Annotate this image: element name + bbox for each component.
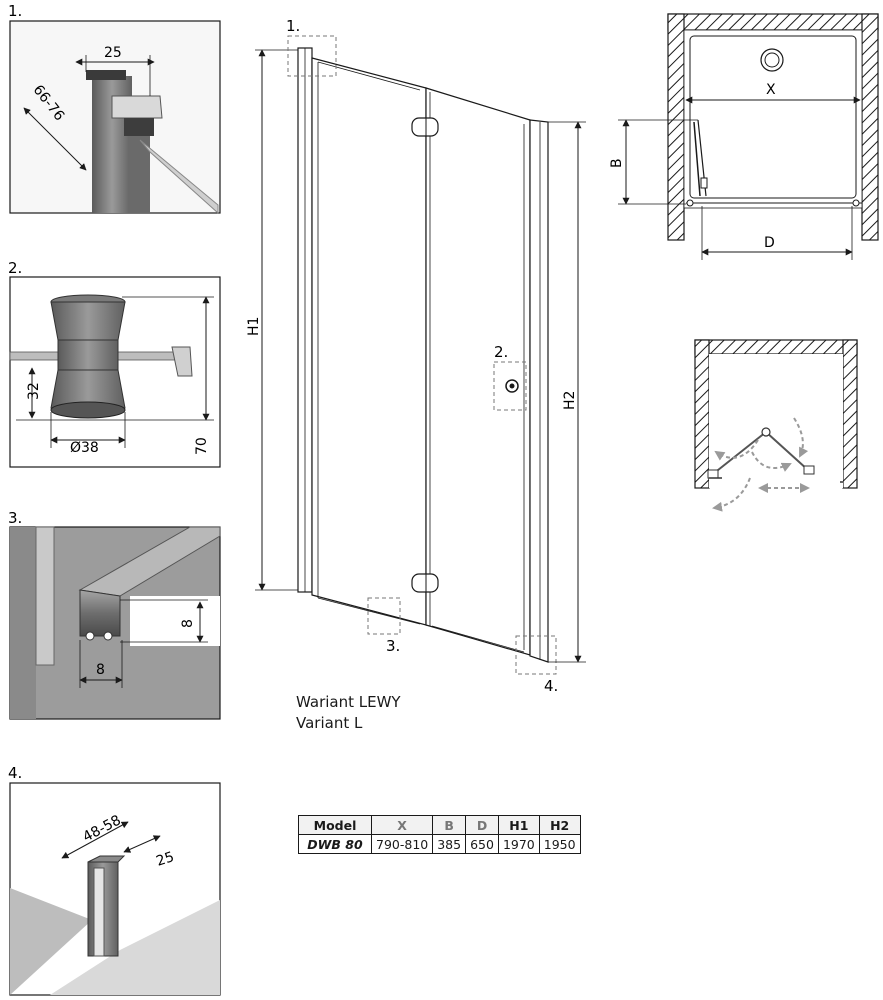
detail-2-dim-diameter: Ø38 — [70, 440, 99, 456]
hinge-bottom — [411, 573, 439, 593]
detail-1-dim-width: 25 — [104, 45, 122, 61]
detail-2-dim-70: 70 — [194, 437, 210, 455]
detail-2-dim-32: 32 — [26, 382, 42, 400]
detail-2-panel: 2. 32 Ø38 70 — [8, 259, 221, 468]
variant-line-en: Variant L — [296, 714, 363, 732]
hinge-bracket — [111, 95, 163, 119]
cell-b: 385 — [432, 834, 467, 854]
variant-caption: Wariant LEWY Variant L — [296, 692, 401, 734]
detail-4-panel: 4. 48-58 25 — [8, 764, 221, 996]
panel-fold-1 — [712, 431, 767, 475]
hinge-top — [411, 117, 439, 137]
bar-end-clip — [171, 346, 193, 377]
door-panel-right — [425, 87, 531, 656]
detail-2-number: 2. — [8, 259, 22, 277]
cell-h1: 1970 — [497, 834, 540, 854]
b-label: B — [609, 158, 625, 168]
col-d: D — [465, 815, 499, 835]
callout-4: 4. — [544, 677, 558, 695]
glass-edge — [139, 139, 219, 215]
detail-1-panel: 1. 25 66-76 — [8, 2, 221, 215]
callout-box-3 — [367, 597, 401, 635]
closing-profile — [529, 119, 549, 663]
col-h2: H2 — [538, 815, 581, 835]
callout-box-2 — [493, 361, 527, 411]
cell-h2: 1950 — [538, 834, 581, 854]
panel-fold-2 — [765, 431, 809, 471]
cell-model: DWB 80 — [298, 834, 372, 854]
detail-3-dim-width: 8 — [96, 662, 105, 678]
callout-box-4 — [515, 635, 557, 675]
col-x: X — [370, 815, 434, 835]
col-model: Model — [298, 815, 372, 835]
h2-label: H2 — [562, 391, 578, 410]
folded-door — [693, 121, 701, 197]
shower-tray — [689, 35, 857, 199]
spec-table: Model X B D H1 H2 DWB 80 790-810 385 650… — [298, 815, 581, 854]
detail-4-dim-depth: 25 — [154, 849, 176, 870]
knob-body — [50, 301, 126, 341]
table-row: DWB 80 790-810 385 650 1970 1950 — [298, 834, 581, 854]
bottom-seal — [79, 589, 121, 637]
cell-x: 790-810 — [370, 834, 434, 854]
detail-3-panel: 3. 8 8 — [8, 509, 221, 720]
variant-line-pl: Wariant LEWY — [296, 693, 401, 711]
callout-1: 1. — [286, 17, 300, 35]
col-b: B — [432, 815, 467, 835]
door-panel-left — [311, 57, 427, 626]
opening-plan — [694, 339, 858, 512]
h1-label: H1 — [246, 317, 262, 336]
d-label: D — [764, 235, 775, 251]
spec-table-header: Model X B D H1 H2 — [298, 815, 581, 835]
col-h1: H1 — [497, 815, 540, 835]
detail-3-number: 3. — [8, 509, 22, 527]
detail-3-dim-height: 8 — [180, 619, 196, 628]
glass-edge — [35, 526, 55, 666]
door-elevation: H1 1. 2. 3. 4. — [246, 17, 586, 695]
x-label: X — [766, 82, 776, 98]
callout-2: 2. — [494, 343, 508, 361]
detail-1-number: 1. — [8, 2, 22, 20]
callout-box-1 — [287, 35, 337, 77]
callout-3: 3. — [386, 637, 400, 655]
detail-4-number: 4. — [8, 764, 22, 782]
cell-d: 650 — [465, 834, 499, 854]
plan-view: X B D — [609, 13, 879, 260]
